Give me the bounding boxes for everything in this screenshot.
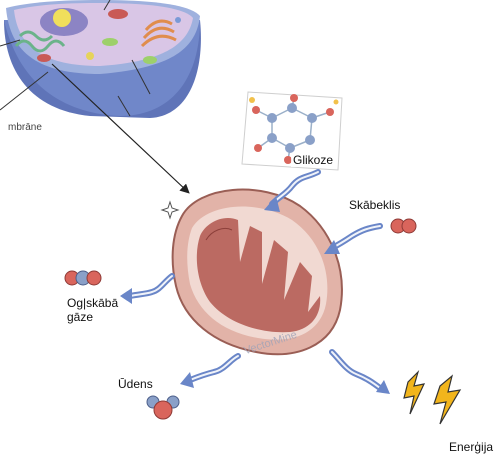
membrane-label: mbrāne xyxy=(8,122,42,133)
oxygen-label: Skābeklis xyxy=(349,198,401,212)
energy-bolt-icon xyxy=(403,369,462,425)
co2-label: Og|skābā gāze xyxy=(67,296,119,324)
glucose-molecule-icon xyxy=(241,91,343,171)
energy-label: Enerģija xyxy=(449,440,494,454)
cell-illustration xyxy=(0,0,201,118)
co2-molecule-icon xyxy=(64,270,102,286)
water-molecule-icon xyxy=(146,395,180,420)
sparkle-icon xyxy=(160,200,180,220)
mitochondrion-illustration xyxy=(171,188,343,356)
glucose-label: Glikoze xyxy=(291,153,336,167)
zoom-pointer-arrow xyxy=(51,63,190,194)
oxygen-molecule-icon xyxy=(390,218,417,234)
water-label: Ūdens xyxy=(118,377,153,391)
